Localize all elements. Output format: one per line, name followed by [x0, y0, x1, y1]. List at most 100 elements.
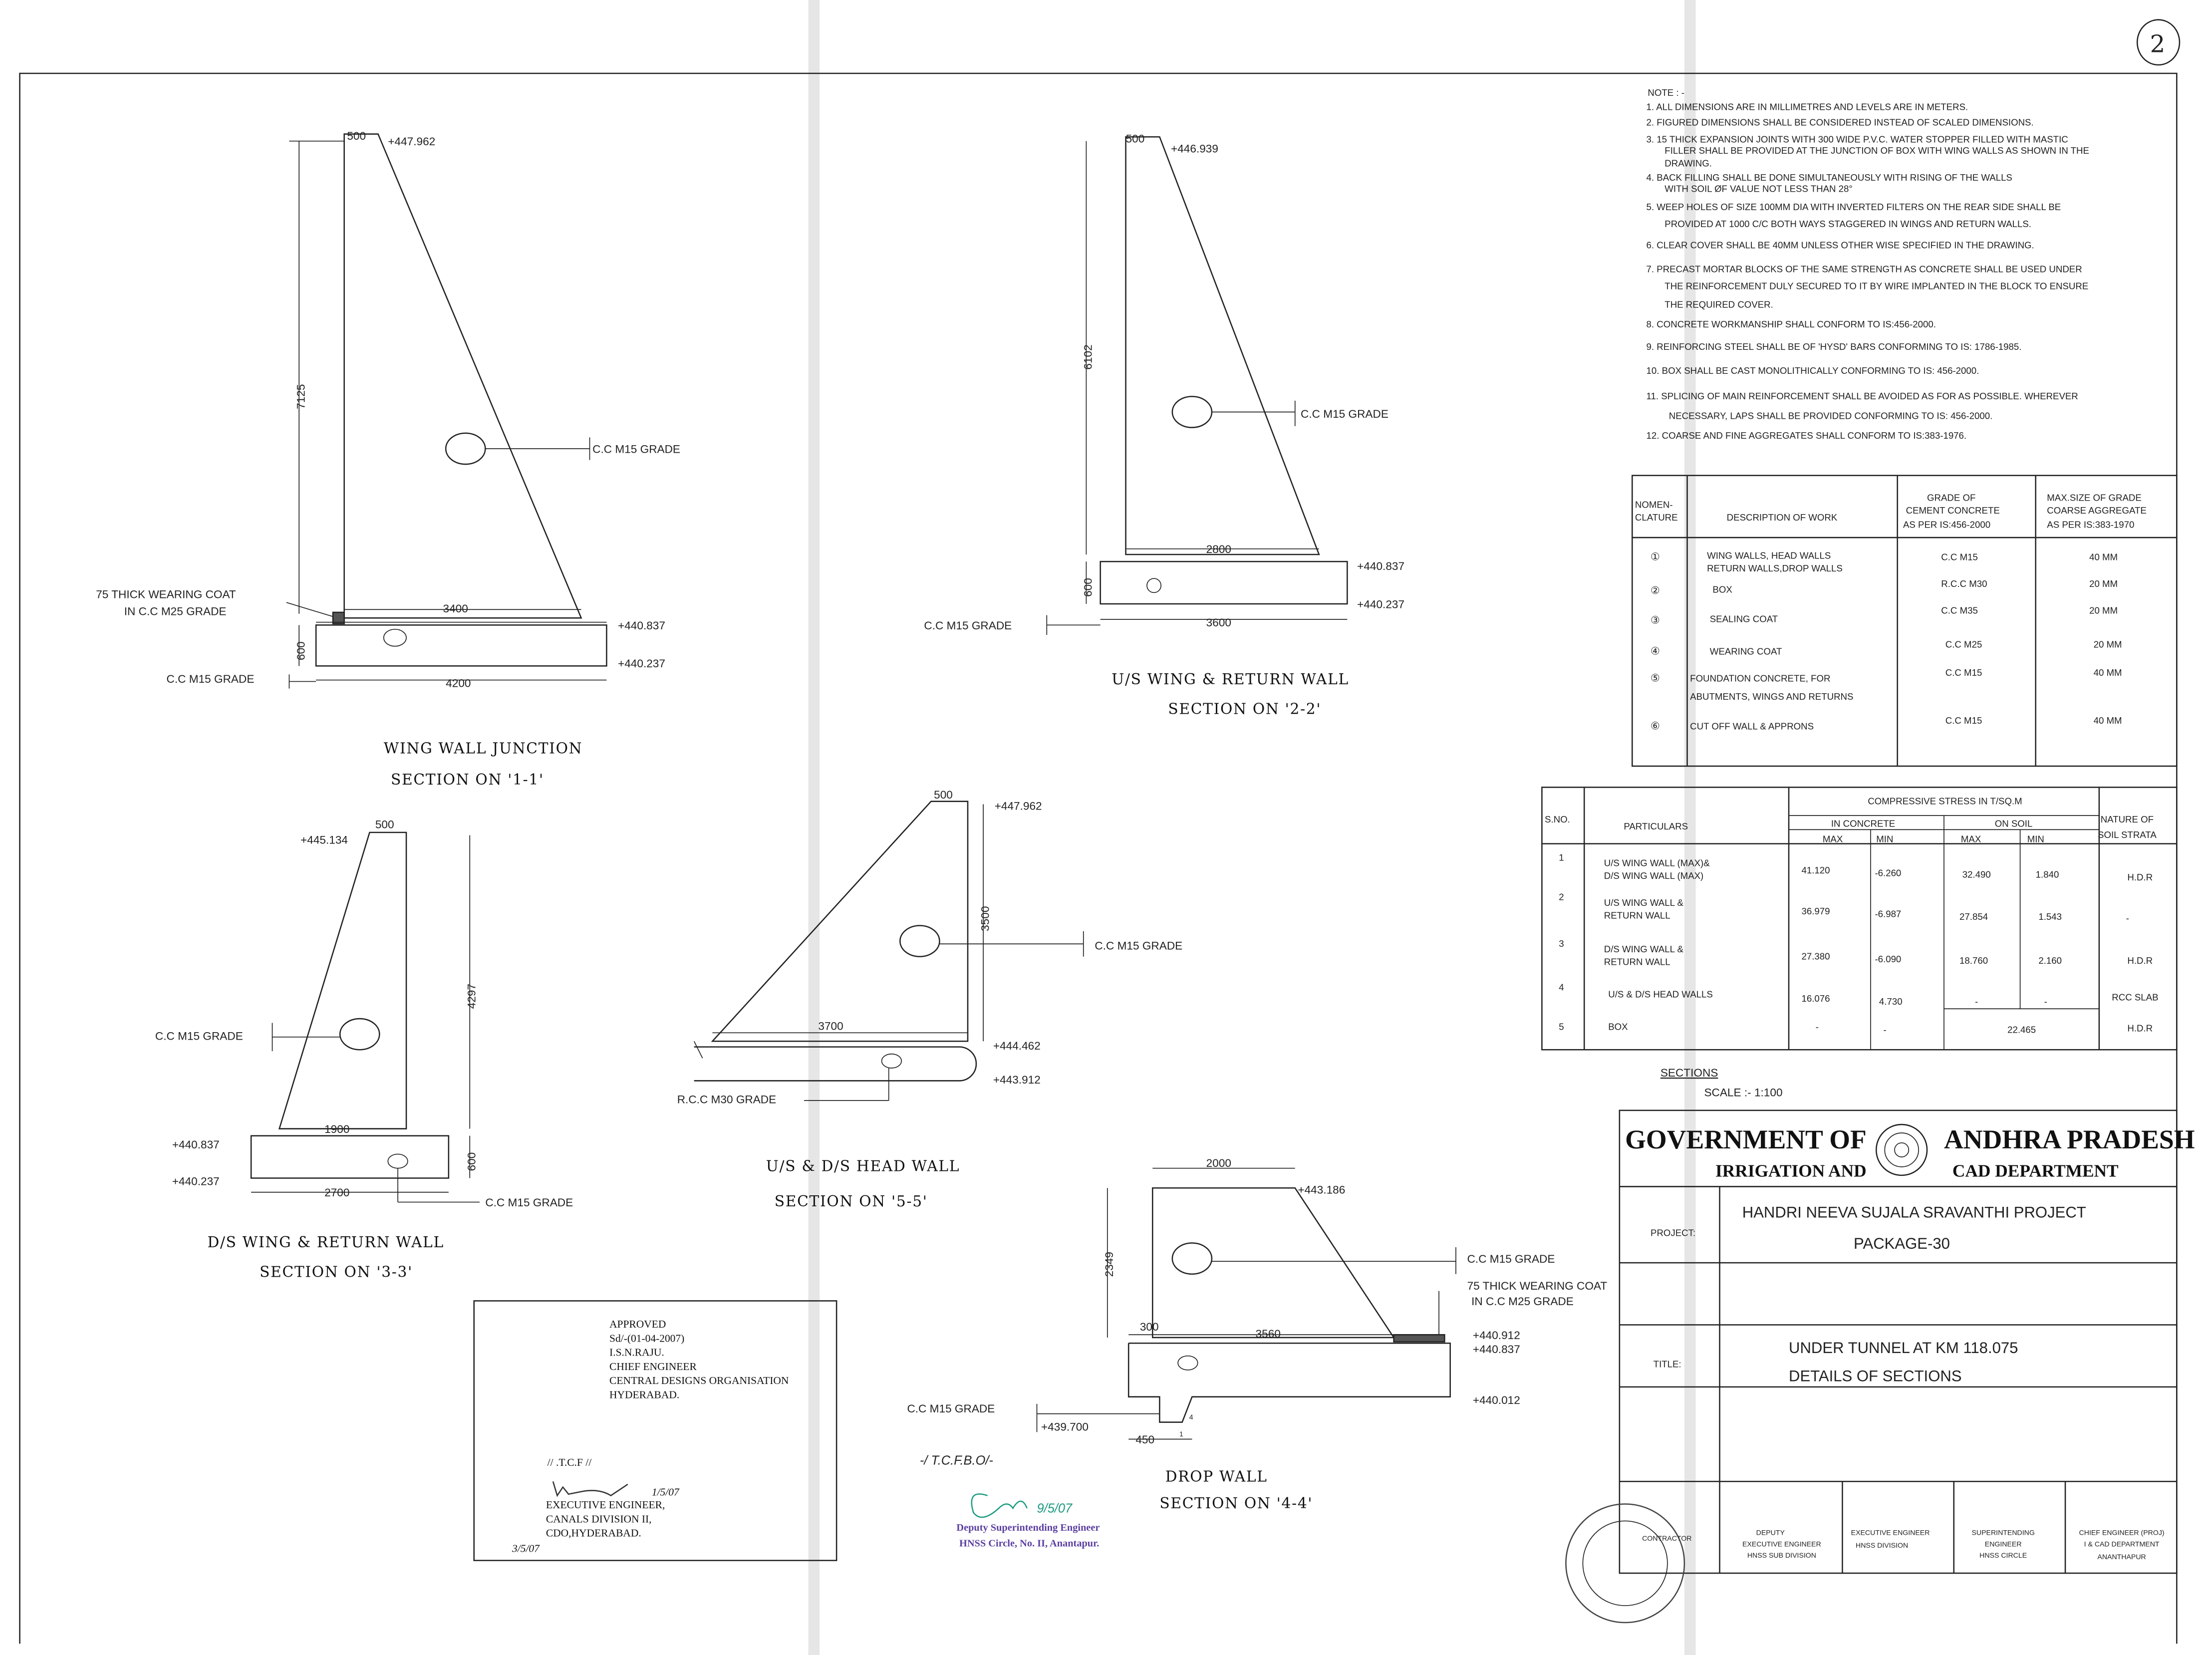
project-label: PROJECT: — [1651, 1227, 1695, 1238]
weep-hole-icon — [445, 432, 486, 465]
weep-hole-icon — [339, 1018, 380, 1051]
dept-title: IRRIGATION AND — [1715, 1161, 1867, 1181]
tcf-label: // .T.C.F // — [548, 1456, 592, 1468]
foundation-label: C.C M15 GRADE — [924, 619, 1012, 632]
row-number: ③ — [1651, 615, 1660, 626]
contractor-label: CONTRACTOR — [1642, 1534, 1691, 1542]
grade: C.C M35 — [1941, 605, 1978, 616]
value: 32.490 — [1962, 869, 1991, 879]
wearing-coat — [1393, 1334, 1445, 1343]
grade: C.C M15 — [1945, 667, 1982, 678]
value: 16.076 — [1801, 993, 1830, 1004]
wearing-coat — [332, 611, 345, 624]
coat-label: 75 THICK WEARING COAT — [1467, 1280, 1608, 1292]
note-line: 5. WEEP HOLES OF SIZE 100MM DIA WITH INV… — [1647, 202, 2061, 212]
level-top: +447.962 — [995, 800, 1042, 813]
section-subtitle: SECTION ON '4-4' — [1159, 1494, 1313, 1512]
header-cell: MIN — [1876, 834, 1893, 844]
grade-label: C.C M15 GRADE — [592, 443, 680, 455]
wall-outline — [711, 801, 969, 1042]
grade-label: C.C M15 GRADE — [1467, 1253, 1555, 1265]
project-name: HANDRI NEEVA SUJALA SRAVANTHI PROJECT — [1742, 1204, 2086, 1221]
description: SEALING COAT — [1710, 614, 1778, 624]
table-row: ② BOX R.C.C M30 20 MM — [1651, 578, 2118, 596]
wall-outline — [278, 831, 407, 1129]
header-cell: CLATURE — [1635, 512, 1678, 523]
wall-outline — [343, 133, 582, 619]
dim-height: 7125 — [295, 384, 307, 409]
dse-stamp: 9/5/07 Deputy Superintending Engineer HN… — [956, 1493, 1100, 1549]
section-subtitle: SECTION ON '3-3' — [260, 1263, 413, 1280]
signatory: EXECUTIVE ENGINEER — [1851, 1529, 1930, 1537]
header-cell: MAX.SIZE OF GRADE — [2047, 493, 2142, 503]
section-2-2: 500 +446.939 6102 C.C M15 GRADE 2800 600… — [924, 133, 1404, 718]
aggregate: 40 MM — [2094, 715, 2122, 726]
value: 36.979 — [1801, 906, 1830, 916]
grade: R.C.C M30 — [1941, 578, 1987, 589]
approval-line: EXECUTIVE ENGINEER, — [546, 1499, 665, 1511]
dim-height: 4297 — [466, 984, 478, 1009]
level-top: +447.962 — [388, 135, 435, 148]
section-subtitle: SECTION ON '2-2' — [1168, 700, 1321, 717]
header-cell: DESCRIPTION OF WORK — [1727, 512, 1838, 523]
value: - — [1816, 1022, 1819, 1032]
dim-base: 3600 — [1206, 616, 1231, 629]
note-line: 7. PRECAST MORTAR BLOCKS OF THE SAME STR… — [1647, 264, 2082, 275]
level-top: +443.186 — [1298, 1184, 1345, 1196]
stamp-line: HNSS Circle, No. II, Anantapur. — [959, 1538, 1099, 1549]
project-package: PACKAGE-30 — [1854, 1235, 1950, 1252]
section-title: U/S WING & RETURN WALL — [1111, 670, 1349, 688]
dim-width: 1900 — [324, 1123, 349, 1135]
grade-label: C.C M15 GRADE — [155, 1030, 243, 1042]
section-3-3: 500 +445.134 4297 C.C M15 GRADE 1900 +44… — [155, 818, 573, 1280]
table-row: 4 U/S & D/S HEAD WALLS 16.076 4.730 - - … — [1559, 982, 2158, 1007]
aggregate: 20 MM — [2089, 578, 2118, 589]
header-cell: MAX — [1823, 834, 1843, 844]
section-subtitle: SECTION ON '5-5' — [775, 1192, 928, 1210]
description: WEARING COAT — [1710, 646, 1782, 657]
aggregate: 20 MM — [2089, 605, 2118, 616]
signatory: EXECUTIVE ENGINEER — [1742, 1540, 1821, 1548]
title-block: GOVERNMENT OF ANDHRA PRADESH IRRIGATION … — [1565, 1109, 2195, 1624]
level: +443.912 — [993, 1074, 1041, 1086]
dim-base-height: 600 — [1082, 578, 1095, 597]
wall-outline — [1152, 1187, 1395, 1339]
description: WING WALLS, HEAD WALLS — [1707, 550, 1831, 560]
dim-left: 300 — [1140, 1321, 1159, 1333]
row-number: ① — [1651, 551, 1660, 562]
table-row: ⑥ CUT OFF WALL & APPRONS C.C M15 40 MM — [1651, 715, 2122, 732]
value: - — [2044, 996, 2047, 1007]
table-row: 5 BOX - - 22.465 H.D.R — [1559, 1022, 2153, 1035]
signatory: HNSS CIRCLE — [1979, 1551, 2027, 1559]
dim-width: 2800 — [1206, 543, 1231, 555]
sno: 4 — [1559, 982, 1564, 993]
value: 18.760 — [1959, 955, 1988, 966]
weep-hole-icon — [1171, 1242, 1213, 1275]
coat-label: IN C.C M25 GRADE — [1471, 1295, 1574, 1308]
signatory: CHIEF ENGINEER (PROJ) — [2079, 1529, 2165, 1537]
value: H.D.R — [2127, 955, 2153, 966]
note-line: 6. CLEAR COVER SHALL BE 40MM UNLESS OTHE… — [1647, 240, 2034, 251]
dim-top: 500 — [347, 130, 366, 142]
note-line: 4. BACK FILLING SHALL BE DONE SIMULTANEO… — [1647, 172, 2012, 183]
gov-title: GOVERNMENT OF — [1625, 1124, 1867, 1154]
level: +440.012 — [1473, 1394, 1520, 1406]
note-line: DRAWING. — [1664, 158, 1712, 169]
contractor-stamp — [1565, 1503, 1685, 1624]
header-cell: AS PER IS:383-1970 — [2047, 519, 2134, 530]
note-line: 8. CONCRETE WORKMANSHIP SHALL CONFORM TO… — [1647, 319, 1936, 329]
executive-signature — [552, 1481, 628, 1497]
table-row: 3 D/S WING WALL & RETURN WALL 27.380 -6.… — [1559, 938, 2153, 967]
table-row: 1 U/S WING WALL (MAX)& D/S WING WALL (MA… — [1559, 852, 2153, 882]
approval-line: Sd/-(01-04-2007) — [609, 1332, 684, 1344]
dim-cutoff: 450 — [1135, 1433, 1154, 1446]
slope-label: 4 — [1189, 1413, 1193, 1421]
dim-base-height: 600 — [295, 641, 307, 660]
particulars: U/S WING WALL (MAX)& — [1604, 858, 1710, 868]
notes-heading: NOTE : - — [1648, 87, 1684, 98]
value: - — [1883, 1024, 1886, 1035]
header-cell: COARSE AGGREGATE — [2047, 505, 2147, 516]
level: +440.237 — [172, 1175, 220, 1188]
weep-hole-icon — [1171, 396, 1213, 428]
